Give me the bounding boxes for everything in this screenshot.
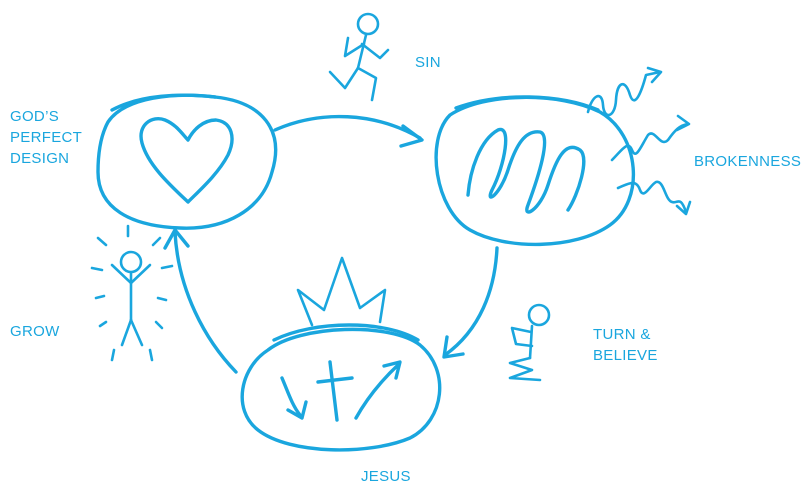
label-grow: GROW [10,323,60,340]
squiggle-arrow-icon [586,66,692,216]
brokenness-blob [434,95,636,247]
label-brokenness: BROKENNESS [694,153,802,170]
arrow-design-to-brokenness [273,114,424,148]
heart-icon [139,117,234,204]
label-line: BELIEVE [593,347,658,364]
label-jesus: JESUS [361,468,411,485]
arrow-brokenness-to-jesus [442,246,499,359]
radiant-figure-icon [90,224,174,362]
scribble-icon [466,127,586,214]
label-sin: SIN [415,54,441,71]
arrow-jesus-to-design [163,228,238,374]
running-figure-icon [328,12,390,102]
label-line: GOD’S [10,108,60,125]
crown-icon [296,256,387,327]
kneeling-figure-icon [508,303,551,382]
design-blob [96,93,278,230]
jesus-blob [240,323,442,452]
label-gods-perfect-design: GOD’S PERFECT DESIGN [10,106,82,169]
label-line: TURN & [593,326,651,343]
label-line: DESIGN [10,150,70,167]
cross-icon [280,360,402,422]
label-line: PERFECT [10,129,83,146]
label-turn-believe: TURN & BELIEVE [593,324,658,366]
